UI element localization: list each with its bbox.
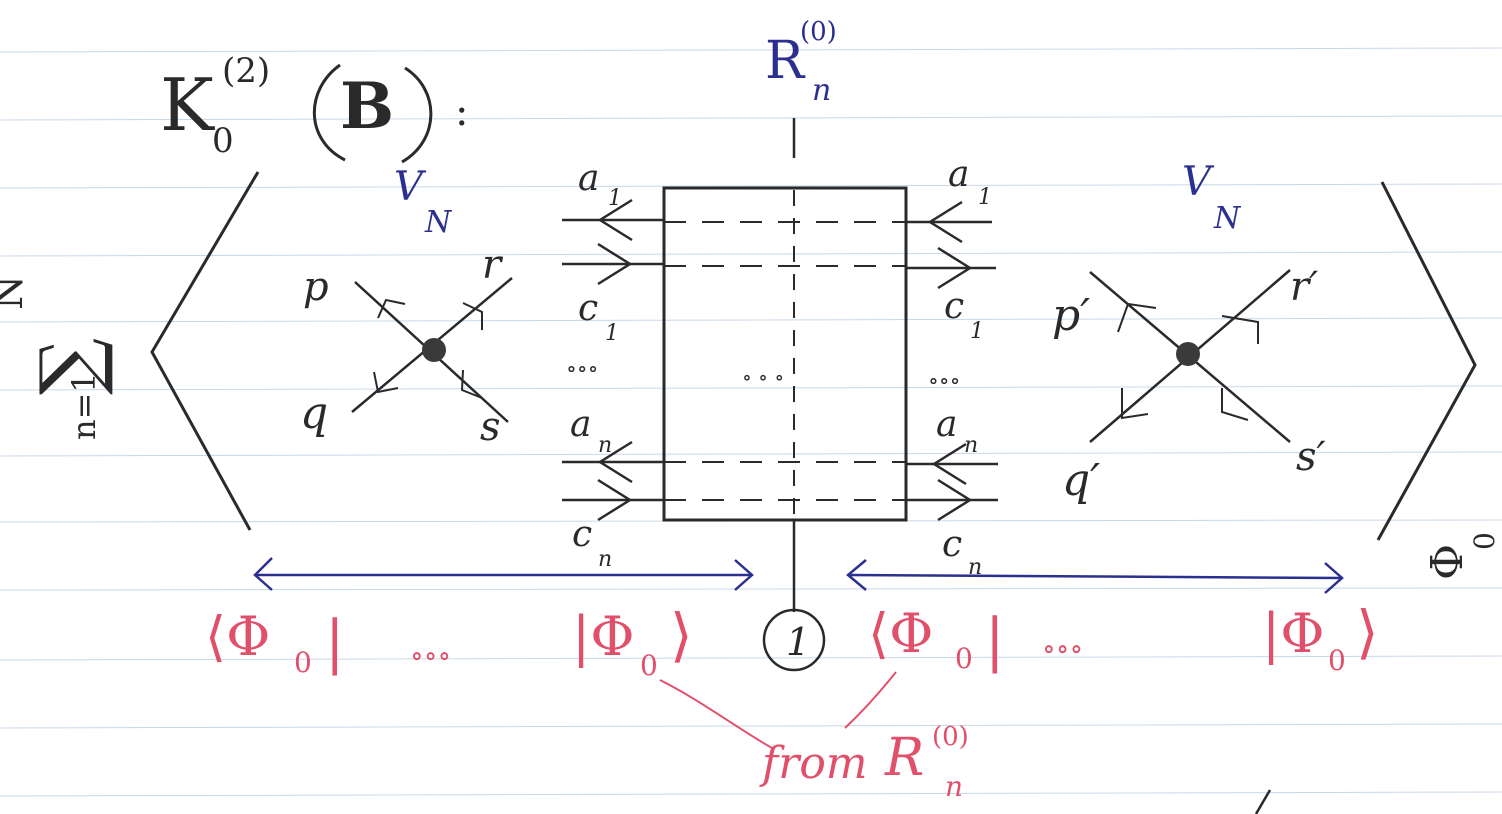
bra-left-sub: 0 bbox=[294, 646, 312, 679]
left-vertex-sub: N bbox=[424, 205, 453, 240]
box-right-an: a bbox=[936, 404, 957, 445]
dots-right: ∘∘∘ bbox=[1042, 632, 1083, 665]
R-sup: (0) bbox=[800, 17, 837, 47]
right-vertex-p: p′ bbox=[1052, 290, 1090, 341]
box-right-c1: c bbox=[944, 286, 964, 327]
ket-right-sub: 0 bbox=[1328, 644, 1346, 677]
left-angle-bracket bbox=[150, 171, 260, 531]
circle-one-label: 1 bbox=[786, 620, 810, 664]
right-angle-bracket bbox=[1376, 181, 1477, 541]
box-right-dots: ∘∘∘ bbox=[928, 369, 960, 394]
bra-right-sub: 0 bbox=[955, 642, 973, 675]
red-annotations: ⟨Φ 0 | ∘∘∘ |Φ 0 ⟩ ⟨Φ 0 | ∘∘∘ |Φ 0 ⟩ from… bbox=[205, 598, 1379, 803]
title-colon: : bbox=[455, 89, 468, 135]
right-vertex-r: r′ bbox=[1290, 264, 1318, 310]
ket-left-sub: 0 bbox=[640, 649, 658, 682]
right-vertex-dot bbox=[1176, 342, 1200, 366]
box-left-c1: c bbox=[578, 288, 598, 329]
blue-double-arrows bbox=[253, 557, 1344, 594]
box-left-a1: a bbox=[578, 158, 599, 199]
bra-right-bar: | bbox=[985, 606, 1005, 674]
title-K: K bbox=[160, 63, 215, 147]
right-vertex-q: q′ bbox=[1062, 455, 1100, 506]
box-left-cn: c bbox=[572, 514, 592, 555]
ket-left-close: ⟩ bbox=[670, 601, 693, 669]
R-symbol: R bbox=[765, 31, 806, 91]
phi-right-group: Φ 0 bbox=[1422, 532, 1501, 580]
central-box-group: ∘ ∘ ∘ bbox=[662, 186, 908, 522]
right-vertex-sub: N bbox=[1213, 201, 1242, 236]
bra-right: ⟨Φ bbox=[868, 602, 933, 665]
dots-left: ∘∘∘ bbox=[410, 639, 451, 672]
box-right-cn: c bbox=[942, 524, 962, 565]
bra-left-bar: | bbox=[325, 608, 345, 676]
red-pointer-lines bbox=[659, 671, 897, 749]
left-vertex-arrow-r bbox=[462, 302, 483, 330]
blue-arrow-right bbox=[847, 573, 1343, 580]
box-left-labels: a 1 c 1 ∘∘∘ a n c n bbox=[566, 158, 622, 572]
right-vertex-arrow-s bbox=[1221, 388, 1249, 421]
box-right-c1-sub: 1 bbox=[970, 319, 984, 344]
box-right-a1: a bbox=[948, 154, 969, 195]
left-vertex-arrow-q bbox=[373, 371, 399, 394]
pointer-from-left-ket bbox=[659, 679, 773, 749]
circle-one bbox=[762, 608, 826, 672]
right-vertex-arrow-q bbox=[1121, 388, 1149, 420]
pointer-from-right-bra bbox=[844, 671, 897, 729]
right-vertex-s: s′ bbox=[1296, 434, 1326, 480]
left-vertex-p: p bbox=[303, 264, 329, 310]
from-R-sup: (0) bbox=[932, 722, 969, 752]
right-vertex-label: V bbox=[1182, 159, 1215, 205]
right-vertex-arrow-r bbox=[1221, 315, 1259, 344]
bra-left: ⟨Φ bbox=[205, 605, 270, 668]
central-box bbox=[662, 186, 908, 522]
left-vertex-label: V bbox=[394, 164, 427, 210]
R-sub: n bbox=[812, 73, 831, 108]
from-R-sub: n bbox=[945, 770, 963, 803]
ket-left: |Φ bbox=[572, 605, 634, 668]
right-vertex-arrow-p bbox=[1117, 302, 1157, 333]
title-close-paren bbox=[401, 66, 433, 164]
sum-upper-limit: N bbox=[0, 275, 32, 310]
box-right-cn-sub: n bbox=[968, 555, 982, 580]
box-right-labels: a 1 c 1 ∘∘∘ a n c n bbox=[928, 154, 992, 580]
sum-symbol: ∑ bbox=[23, 338, 116, 395]
box-left-c1-sub: 1 bbox=[605, 321, 619, 346]
box-right-a1-sub: 1 bbox=[978, 185, 992, 210]
left-vertex-dot bbox=[422, 338, 446, 362]
from-R: R bbox=[884, 728, 924, 788]
sum-lower-limit: n=1 bbox=[65, 372, 103, 440]
box-left-an-sub: n bbox=[598, 433, 612, 458]
from-text: from bbox=[759, 738, 868, 789]
title-arg-B: B bbox=[340, 69, 394, 144]
title-group: K (2) 0 B : bbox=[160, 51, 468, 164]
ket-right: |Φ bbox=[1262, 602, 1324, 665]
stray-pen-stroke bbox=[1254, 789, 1272, 814]
left-vertex-group: V N p r q s bbox=[300, 164, 513, 450]
box-center-dots: ∘ ∘ ∘ bbox=[742, 365, 784, 389]
left-vertex-q: q bbox=[300, 388, 328, 439]
phi-right-label: Φ bbox=[1422, 544, 1473, 580]
left-vertex-arrow-s bbox=[460, 369, 483, 399]
left-vertex-s: s bbox=[480, 404, 501, 450]
title-open-paren bbox=[312, 63, 346, 162]
right-vertex-group: V N p′ r′ q′ s′ bbox=[1052, 159, 1326, 506]
box-left-legs bbox=[562, 198, 664, 522]
summation-group: ∑ N n=1 bbox=[0, 275, 116, 440]
phi-right-sub: 0 bbox=[1468, 532, 1501, 550]
box-left-dots: ∘∘∘ bbox=[566, 357, 598, 382]
ket-right-close: ⟩ bbox=[1356, 598, 1379, 666]
title-K-sub: 0 bbox=[212, 121, 234, 161]
left-vertex-r: r bbox=[482, 242, 504, 288]
box-left-a1-sub: 1 bbox=[608, 186, 622, 211]
box-left-cn-sub: n bbox=[598, 547, 612, 572]
title-K-sup: (2) bbox=[222, 51, 270, 91]
box-left-an: a bbox=[570, 404, 591, 445]
box-right-legs bbox=[906, 200, 998, 522]
left-vertex-arrow-p bbox=[377, 298, 406, 319]
R-label-group: R (0) n bbox=[765, 17, 837, 108]
box-right-an-sub: n bbox=[964, 433, 978, 458]
